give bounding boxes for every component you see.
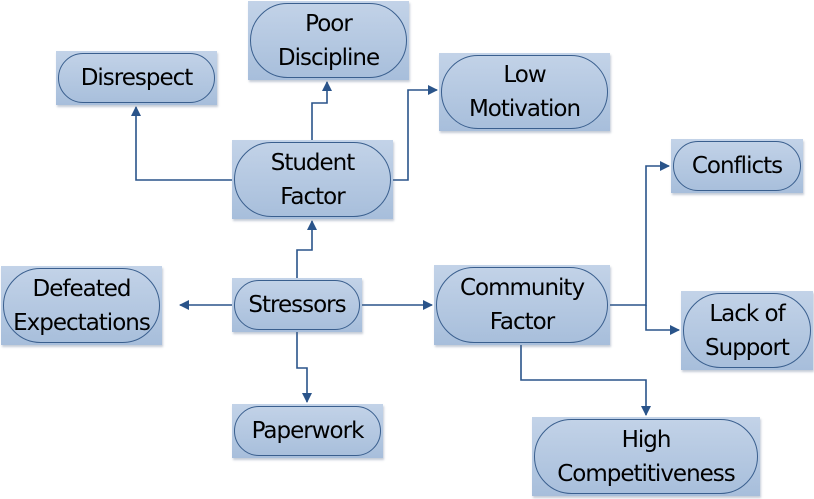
node-poor-discipline[interactable]: Poor Discipline — [248, 1, 409, 80]
node-disrespect[interactable]: Disrespect — [56, 51, 217, 105]
node-high-competitiveness[interactable]: High Competitiveness — [532, 417, 760, 496]
node-label: Community Factor — [459, 275, 585, 335]
node-label: Defeated Expectations — [13, 275, 151, 336]
node-label: Low Motivation — [468, 62, 581, 122]
edge-stressors-to-student-factor — [296, 220, 317, 278]
node-conflicts[interactable]: Conflicts — [671, 139, 803, 193]
node-community-factor[interactable]: Community Factor — [434, 265, 610, 345]
edge-community-factor-to-lack-of-support — [645, 305, 680, 335]
node-label: High Competitiveness — [557, 426, 736, 487]
node-label: Student Factor — [270, 149, 356, 210]
edge-community-factor-to-high-competitiveness — [520, 345, 651, 416]
node-low-motivation[interactable]: Low Motivation — [439, 53, 610, 131]
node-label: Poor Discipline — [277, 10, 380, 71]
node-defeated-expectations[interactable]: Defeated Expectations — [1, 266, 162, 345]
edge-community-factor-to-conflicts — [610, 161, 670, 306]
node-label: Stressors — [248, 292, 346, 318]
node-lack-of-support[interactable]: Lack of Support — [681, 291, 813, 370]
node-label: Conflicts — [691, 153, 783, 179]
edge-student-factor-to-low-motivation — [393, 85, 438, 181]
edge-student-factor-to-poor-discipline — [311, 81, 332, 140]
node-label: Disrespect — [80, 65, 194, 91]
node-label: Paperwork — [251, 418, 365, 444]
edge-student-factor-to-disrespect — [131, 106, 236, 181]
node-label: Lack of Support — [705, 300, 790, 361]
node-student-factor[interactable]: Student Factor — [232, 140, 393, 219]
edge-stressors-to-paperwork — [296, 332, 312, 403]
node-paperwork[interactable]: Paperwork — [232, 404, 383, 458]
node-stressors[interactable]: Stressors — [232, 278, 362, 332]
